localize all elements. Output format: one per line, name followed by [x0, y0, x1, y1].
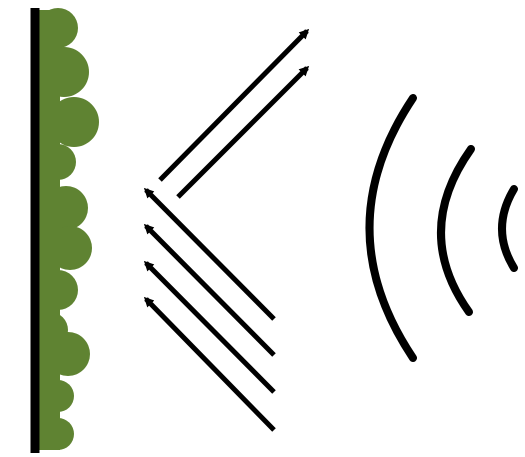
incoming-arrows — [146, 190, 274, 430]
sound-wave-arc-medium — [441, 149, 471, 312]
reflected-arrow — [160, 31, 307, 180]
reflected-arrow — [178, 68, 307, 197]
incoming-arrow — [146, 226, 274, 355]
incoming-arrow — [146, 263, 274, 392]
incoming-arrow — [146, 299, 274, 430]
reflected-arrows — [160, 31, 307, 197]
sound-wave-arc-small — [502, 189, 514, 268]
sound-wave-arc-large — [370, 98, 414, 358]
incoming-arrow — [146, 190, 274, 319]
vegetation-blobs — [32, 8, 99, 450]
sound-wave-arcs — [370, 98, 515, 358]
